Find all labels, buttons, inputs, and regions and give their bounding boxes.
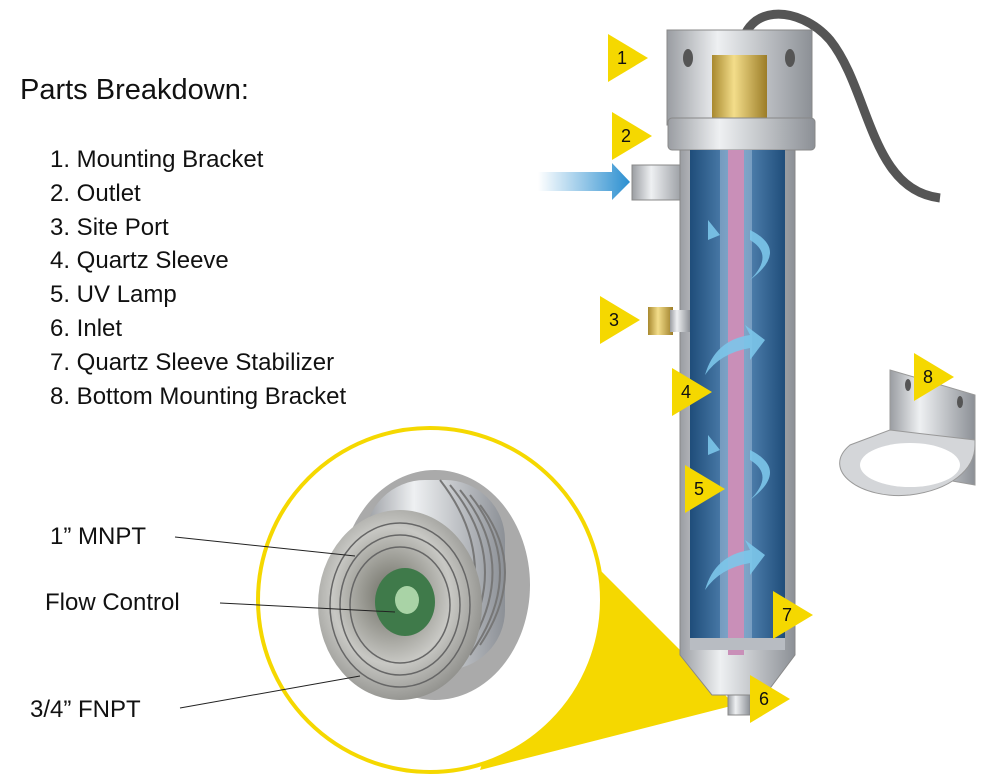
list-item: 7. Quartz Sleeve Stabilizer [50,348,335,376]
marker-triangle [612,112,652,160]
list-item: 5. UV Lamp [50,281,177,309]
marker-triangle [685,465,725,513]
site-port [648,307,673,335]
marker-triangle [600,296,640,344]
callout-flow-control: Flow Control [45,589,180,616]
list-item: 3. Site Port [50,213,169,241]
part-marker-5: 5 [685,465,725,513]
list-item: 6. Inlet [50,314,123,342]
part-marker-7: 7 [773,591,813,639]
marker-number: 3 [609,310,619,330]
part-marker-4: 4 [672,368,712,416]
marker-number: 5 [694,479,704,499]
marker-number: 2 [621,126,631,146]
marker-number: 6 [759,689,769,709]
part-marker-6: 6 [750,675,790,723]
part-marker-2: 2 [612,112,652,160]
part-marker-1: 1 [608,34,648,82]
lamp-connector [712,55,767,123]
power-cable [735,9,941,203]
list-item: 1. Mounting Bracket [50,146,264,173]
marker-number: 4 [681,382,691,402]
outlet-flow-arrow [538,163,630,200]
part-marker-3: 3 [600,296,640,344]
fitting-closeup [318,470,530,700]
parts-list: 1. Mounting Bracket 2. Outlet 3. Site Po… [50,143,346,413]
bottom-mounting-bracket [839,369,976,497]
outlet-fitting [631,164,688,201]
part-marker-8: 8 [914,353,954,401]
list-item: 8. Bottom Mounting Bracket [50,382,347,410]
page-title: Parts Breakdown: [20,74,249,106]
marker-number: 1 [617,48,627,68]
uv-lamp [728,150,744,655]
marker-triangle [750,675,790,723]
callout-lines [174,536,396,709]
marker-number: 8 [923,367,933,387]
callout-fnpt: 3/4” FNPT [30,696,141,723]
marker-triangle [672,368,712,416]
marker-number: 7 [782,605,792,625]
flow-swirls [705,220,770,590]
marker-triangle [608,34,648,82]
callout-mnpt: 1” MNPT [50,523,146,550]
marker-triangle [914,353,954,401]
marker-triangle [773,591,813,639]
inlet-fitting [727,694,751,716]
list-item: 4. Quartz Sleeve [50,247,229,275]
list-item: 2. Outlet [50,179,141,207]
